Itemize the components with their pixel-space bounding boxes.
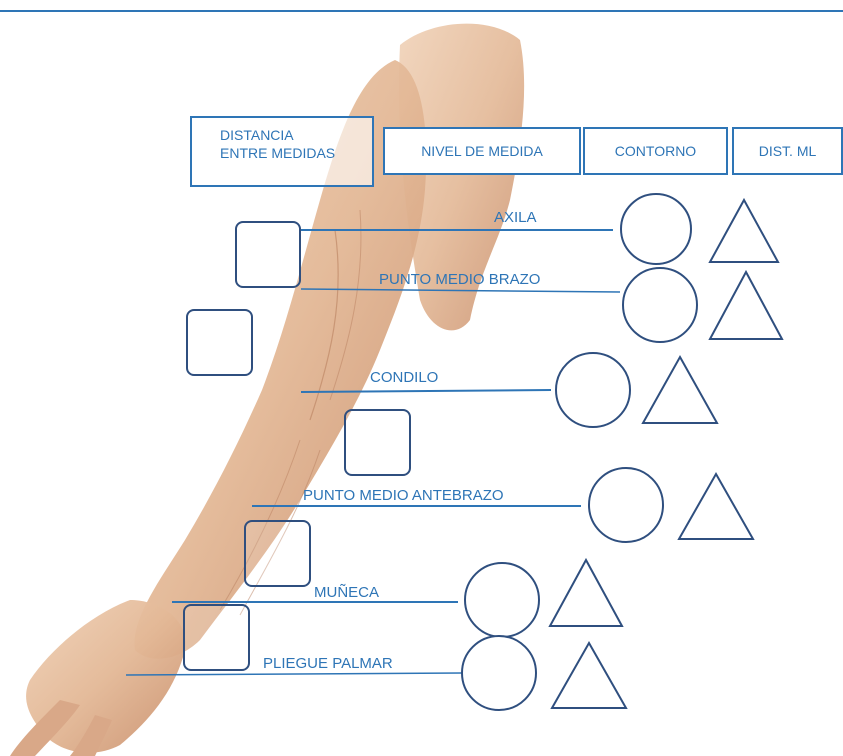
ml-triangle-punto-medio-antebrazo [679, 474, 753, 539]
ml-triangle-punto-medio-brazo [710, 272, 782, 339]
distance-box-2 [186, 309, 253, 376]
distance-box-1 [235, 221, 301, 288]
ml-triangle-muneca [550, 560, 622, 626]
level-label-pliegue-palmar: PLIEGUE PALMAR [263, 655, 393, 673]
ml-triangle-pliegue-palmar [552, 643, 626, 708]
contour-circle-punto-medio-antebrazo [589, 468, 663, 542]
contour-circle-pliegue-palmar [462, 636, 536, 710]
level-label-muneca: MUÑECA [314, 584, 379, 602]
distance-box-5 [183, 604, 250, 671]
level-line-pliegue-palmar [126, 673, 462, 675]
contour-circle-axila [621, 194, 691, 264]
level-line-condilo [301, 390, 551, 392]
contour-circle-muneca [465, 563, 539, 637]
level-label-axila: AXILA [494, 209, 537, 227]
distance-box-3 [344, 409, 411, 476]
contour-circle-condilo [556, 353, 630, 427]
level-label-punto-medio-brazo: PUNTO MEDIO BRAZO [379, 271, 540, 289]
contour-circle-punto-medio-brazo [623, 268, 697, 342]
level-label-condilo: CONDILO [370, 369, 438, 387]
ml-triangle-axila [710, 200, 778, 262]
level-label-punto-medio-antebrazo: PUNTO MEDIO ANTEBRAZO [303, 487, 504, 505]
distance-box-4 [244, 520, 311, 587]
ml-triangle-condilo [643, 357, 717, 423]
level-line-punto-medio-brazo [301, 289, 620, 292]
